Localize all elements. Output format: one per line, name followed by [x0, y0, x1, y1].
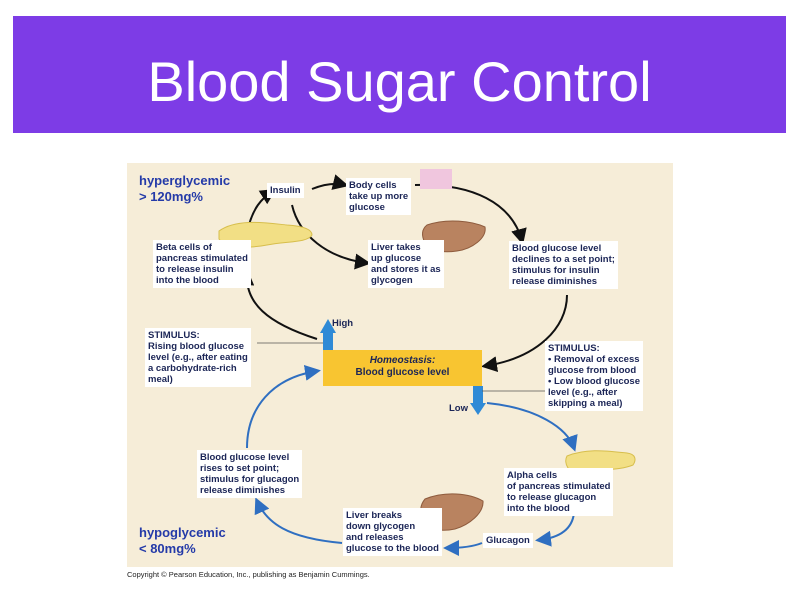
rises-box: Blood glucose level rises to set point; … [197, 450, 303, 498]
liver-breaks-box: Liver breaks down glycogen and releases … [343, 508, 442, 556]
arrow-rises-to-homeostasis [246, 364, 321, 449]
arrow-declines-to-homeostasis [481, 294, 568, 373]
insulin-label: Insulin [267, 183, 304, 198]
stimulus-rising-box: STIMULUS: Rising blood glucose level (e.… [145, 328, 251, 387]
arrow-glucagon-to-liver [443, 539, 483, 556]
hypoglycemic-label: hypoglycemic < 80mg% [139, 525, 226, 556]
high-label: High [332, 318, 354, 329]
copyright-text: Copyright © Pearson Education, Inc., pub… [127, 570, 370, 579]
high-arrow [320, 319, 336, 333]
declines-box: Blood glucose level declines to a set po… [509, 241, 618, 289]
low-label: Low [449, 403, 468, 414]
arrow-insulin-to-liver [291, 204, 371, 270]
arrow-glucagon-to-rises [254, 497, 343, 544]
body-cells-box: Body cells take up more glucose [346, 178, 412, 215]
homeostasis-subtitle: Blood glucose level [355, 367, 450, 378]
alpha-cells-box: Alpha cells of pancreas stimulated to re… [504, 468, 614, 516]
low-arrow [470, 403, 486, 415]
blood-sugar-diagram: hyperglycemic > 120mg% hypoglycemic < 80… [127, 163, 673, 567]
slide-title: Blood Sugar Control [147, 50, 652, 113]
hyperglycemic-label: hyperglycemic > 120mg% [139, 173, 231, 204]
homeostasis-title: Homeostasis: [369, 355, 436, 366]
arrow-stimulus-to-alpha [486, 402, 578, 452]
liver-takes-box: Liver takes up glucose and stores it as … [368, 240, 444, 288]
stimulus-falling-box: STIMULUS: • Removal of excess glucose fr… [545, 341, 643, 411]
beta-cells-box: Beta cells of pancreas stimulated to rel… [153, 240, 251, 288]
arrow-insulin-to-bodycells [311, 174, 349, 190]
arrow-stimulus-to-beta [238, 269, 318, 340]
glucagon-label: Glucagon [483, 533, 533, 548]
body-cells-icon [420, 169, 452, 189]
homeostasis-box: Homeostasis: Blood glucose level [323, 350, 482, 386]
title-bar: Blood Sugar Control [13, 16, 786, 133]
arrow-alpha-to-glucagon [535, 512, 575, 547]
